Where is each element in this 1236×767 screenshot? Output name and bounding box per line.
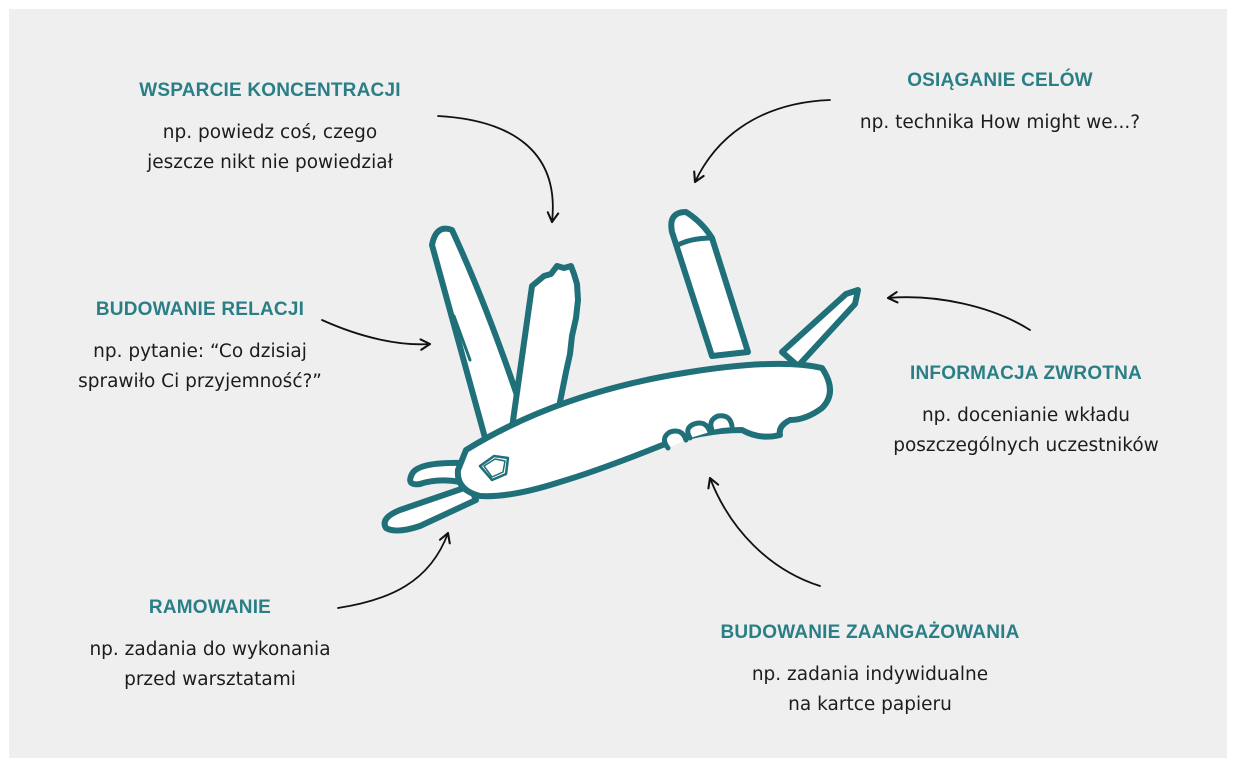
label-line: np. docenianie wkładu xyxy=(836,401,1216,431)
label-line: np. technika How might we...? xyxy=(810,108,1190,138)
arrow-zaangazowanie xyxy=(710,478,820,586)
label-title: RAMOWANIE xyxy=(20,597,400,619)
label-description: np. powiedz coś, czego jeszcze nikt nie … xyxy=(80,118,460,178)
file-blade xyxy=(671,212,748,356)
label-line: sprawiło Ci przyjemność?” xyxy=(10,367,390,397)
opener-tool xyxy=(385,486,476,531)
swiss-army-knife-icon xyxy=(385,212,858,531)
label-description: np. zadania do wykonania przed warsztata… xyxy=(20,635,400,695)
pick-tool xyxy=(782,290,858,366)
label-description: np. zadania indywidualne na kartce papie… xyxy=(680,660,1060,720)
hook-tool xyxy=(410,463,462,484)
label-line: np. pytanie: “Co dzisiaj xyxy=(10,337,390,367)
label-title: BUDOWANIE RELACJI xyxy=(10,299,390,321)
label-informacja-zwrotna: INFORMACJA ZWROTNA np. docenianie wkładu… xyxy=(836,363,1216,461)
label-title: INFORMACJA ZWROTNA xyxy=(836,363,1216,385)
label-ramowanie: RAMOWANIE np. zadania do wykonania przed… xyxy=(20,597,400,695)
label-line: przed warsztatami xyxy=(20,665,400,695)
label-budowanie-zaangazowania: BUDOWANIE ZAANGAŻOWANIA np. zadania indy… xyxy=(680,622,1060,720)
label-line: np. zadania do wykonania xyxy=(20,635,400,665)
label-description: np. pytanie: “Co dzisiaj sprawiło Ci prz… xyxy=(10,337,390,397)
label-description: np. technika How might we...? xyxy=(810,108,1190,138)
label-wsparcie-koncentracji: WSPARCIE KONCENTRACJI np. powiedz coś, c… xyxy=(80,80,460,178)
label-budowanie-relacji: BUDOWANIE RELACJI np. pytanie: “Co dzisi… xyxy=(10,299,390,397)
label-line: na kartce papieru xyxy=(680,690,1060,720)
label-title: OSIĄGANIE CELÓW xyxy=(810,70,1190,92)
label-title: BUDOWANIE ZAANGAŻOWANIA xyxy=(680,622,1060,644)
finger-groove xyxy=(664,431,686,448)
label-line: np. zadania indywidualne xyxy=(680,660,1060,690)
label-line: np. powiedz coś, czego xyxy=(80,118,460,148)
arrow-informacja xyxy=(888,297,1030,330)
label-description: np. docenianie wkładu poszczególnych ucz… xyxy=(836,401,1216,461)
label-line: poszczególnych uczestników xyxy=(836,431,1216,461)
label-title: WSPARCIE KONCENTRACJI xyxy=(80,80,460,102)
label-osiaganie-celow: OSIĄGANIE CELÓW np. technika How might w… xyxy=(810,70,1190,138)
label-line: jeszcze nikt nie powiedział xyxy=(80,148,460,178)
